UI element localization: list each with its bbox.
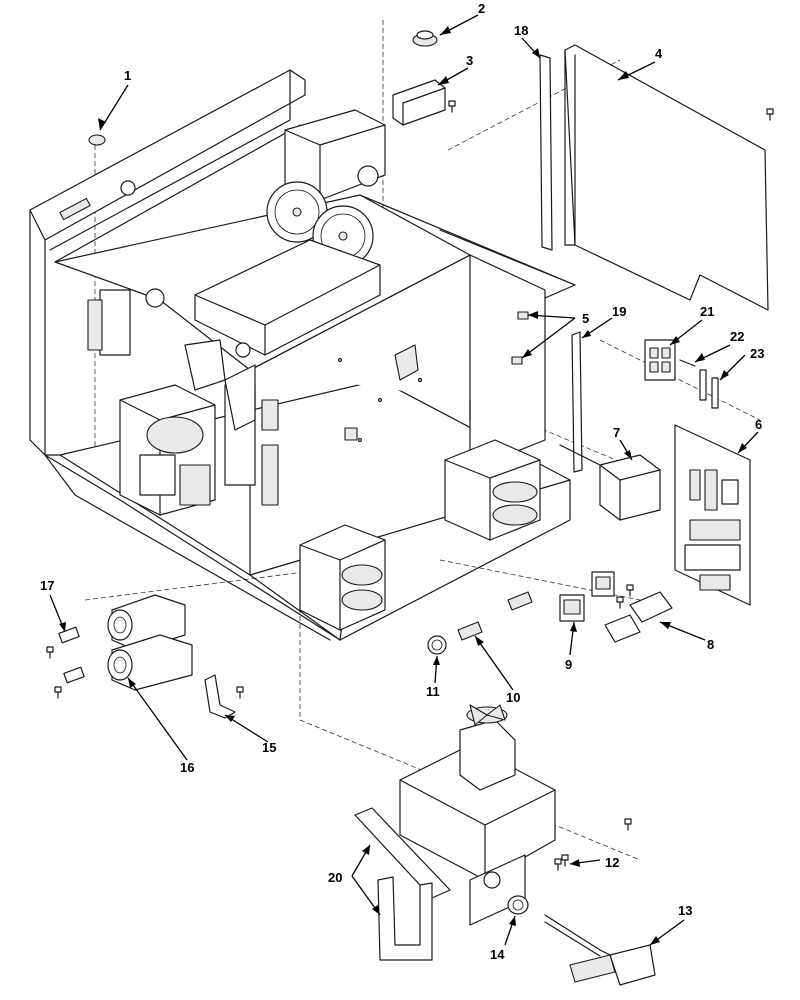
part-19-bracket xyxy=(559,331,601,473)
part-7-relay xyxy=(599,454,661,521)
callout-22: 22 xyxy=(730,329,744,344)
part-3-terminal-block xyxy=(392,79,456,126)
part-11-grommet xyxy=(427,635,447,655)
part-1-plug xyxy=(88,134,106,146)
part-12-screw xyxy=(561,854,569,867)
callout-2: 2 xyxy=(478,1,485,16)
callout-21: 21 xyxy=(700,304,714,319)
callout-8: 8 xyxy=(707,637,714,652)
motor-assembly xyxy=(399,704,632,926)
callout-15: 15 xyxy=(262,740,276,755)
part-17-resistors xyxy=(46,626,85,699)
part-22-fuse-clip xyxy=(679,359,696,367)
callout-16: 16 xyxy=(180,760,194,775)
part-2-grommet xyxy=(412,30,438,47)
left-transformer xyxy=(119,339,256,516)
callout-3: 3 xyxy=(466,53,473,68)
part-15-strap xyxy=(204,674,244,719)
part-9-switch xyxy=(559,571,615,622)
callout-1: 1 xyxy=(124,68,131,83)
callout-14: 14 xyxy=(490,947,505,962)
callout-20: 20 xyxy=(328,870,342,885)
callout-11: 11 xyxy=(426,684,440,699)
floor-transformers xyxy=(299,439,541,631)
callout-9: 9 xyxy=(565,657,572,672)
part-6-control-board xyxy=(674,424,751,606)
part-13-power-cord xyxy=(544,914,656,986)
part-21-fuse-block xyxy=(644,339,676,381)
cabinet-housing xyxy=(29,69,576,641)
callout-labels: 1 2 3 4 5 6 7 8 9 10 11 12 13 14 15 16 1… xyxy=(40,1,764,962)
callout-7: 7 xyxy=(613,425,620,440)
callout-23: 23 xyxy=(750,346,764,361)
callout-12: 12 xyxy=(605,855,619,870)
callout-10: 10 xyxy=(506,690,520,705)
callout-4: 4 xyxy=(655,46,663,61)
callout-13: 13 xyxy=(678,903,692,918)
part-23-fuses xyxy=(699,369,719,409)
callout-18: 18 xyxy=(514,23,528,38)
part-10-clip xyxy=(457,591,533,641)
part-14-strain-relief xyxy=(507,895,529,915)
callout-17: 17 xyxy=(40,578,54,593)
part-20-hose xyxy=(354,807,451,961)
part-4-cover-panel xyxy=(564,44,774,311)
part-8-wire-harness xyxy=(604,584,673,643)
part-18-strip xyxy=(539,54,553,251)
callout-leaders xyxy=(49,14,759,946)
part-16-capacitors xyxy=(107,594,193,691)
callout-19: 19 xyxy=(612,304,626,319)
callout-5: 5 xyxy=(582,311,589,326)
upper-components xyxy=(87,109,386,358)
callout-6: 6 xyxy=(755,417,762,432)
